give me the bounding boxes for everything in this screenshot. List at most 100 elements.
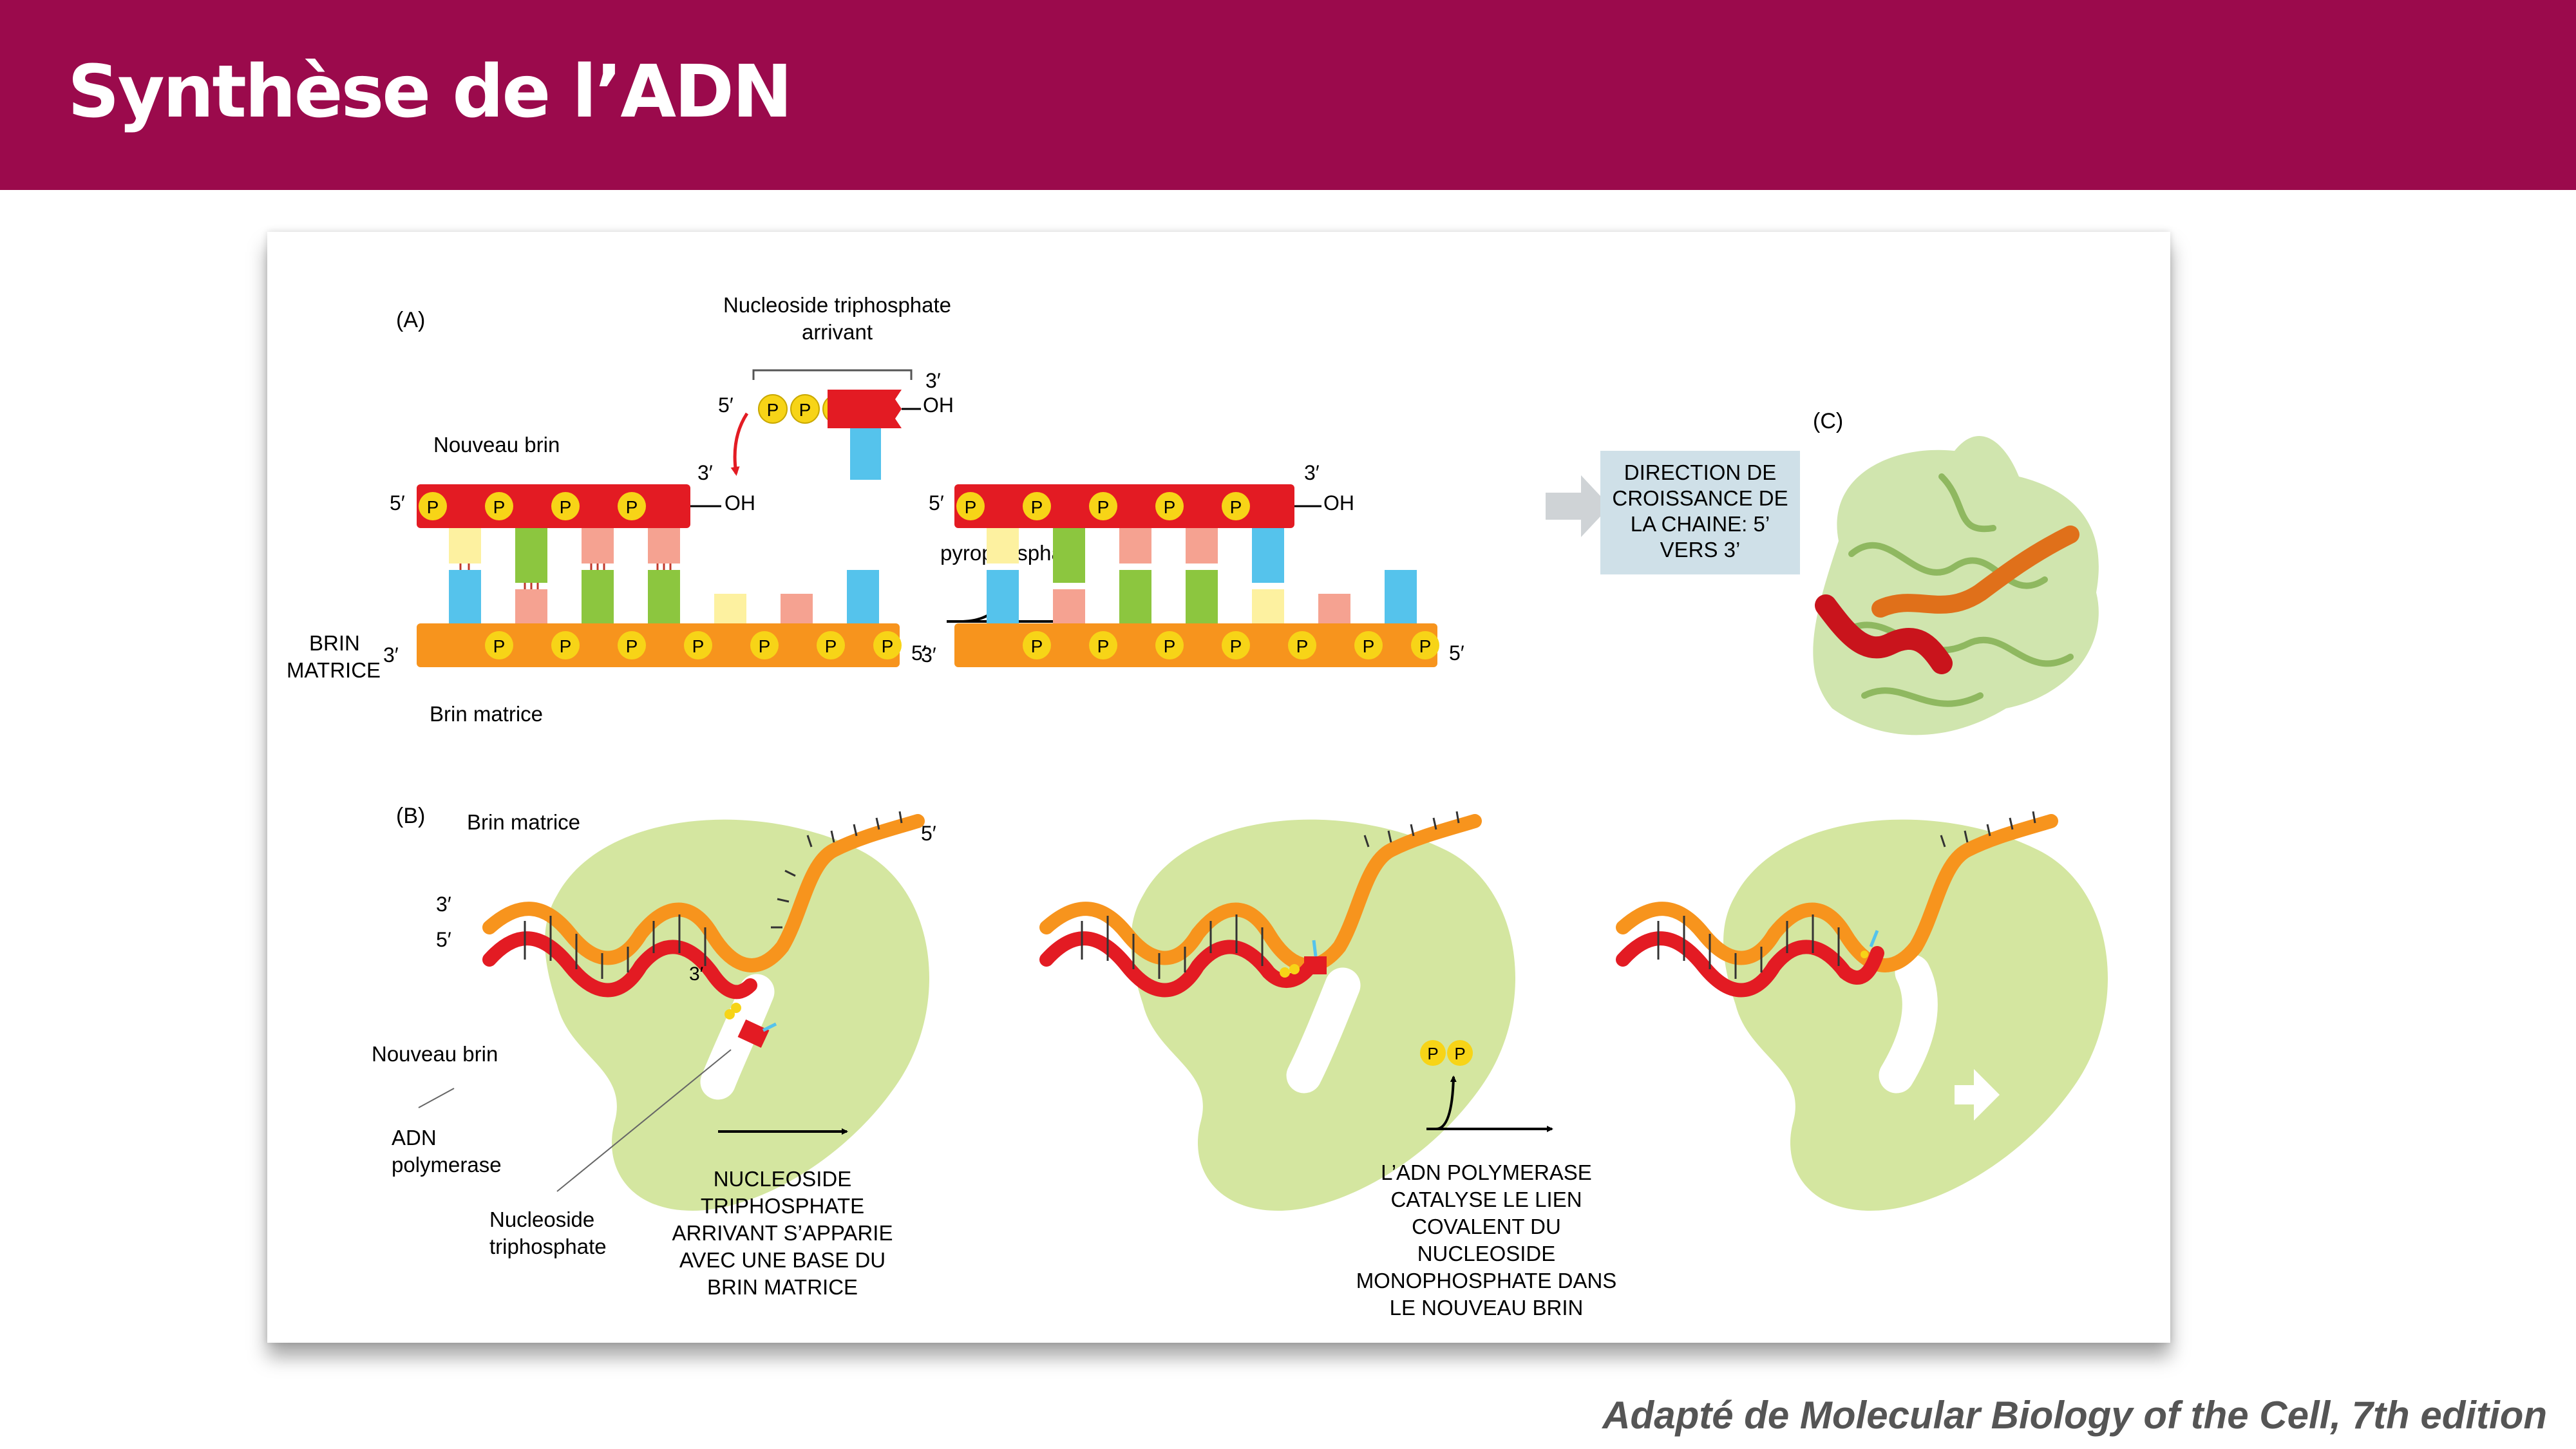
step-1-line-4: AVEC UNE BASE DU bbox=[679, 1248, 886, 1272]
svg-text:P: P bbox=[799, 400, 811, 420]
step-1-line-3: ARRIVANT S’APPARIE bbox=[672, 1221, 893, 1245]
title-banner: Synthèse de l’ADN bbox=[0, 0, 2576, 190]
svg-text:P: P bbox=[1230, 636, 1242, 656]
svg-text:P: P bbox=[1296, 636, 1309, 656]
step-2-line-2: CATALYSE LE LIEN bbox=[1390, 1188, 1582, 1211]
frame-2 bbox=[1039, 811, 1515, 1211]
svg-text:P: P bbox=[825, 636, 837, 656]
step-2-line-4: NUCLEOSIDE bbox=[1417, 1242, 1556, 1265]
new-strand-label-b: Nouveau brin bbox=[372, 1042, 498, 1066]
new-strand-label-a: Nouveau brin bbox=[433, 433, 560, 457]
step-2-line-1: L’ADN POLYMERASE bbox=[1381, 1160, 1592, 1184]
svg-text:P: P bbox=[1097, 497, 1110, 517]
base-pairs-right bbox=[987, 528, 1417, 623]
svg-text:P: P bbox=[626, 497, 638, 517]
incoming-5prime: 5′ bbox=[718, 393, 734, 417]
step-2-line-6: LE NOUVEAU BRIN bbox=[1390, 1296, 1584, 1320]
product-phosphates: P P P P P bbox=[956, 492, 1250, 520]
template-strand-label-b: Brin matrice bbox=[467, 810, 580, 834]
svg-text:P: P bbox=[882, 636, 894, 656]
nucleoside-label-1: Nucleoside bbox=[489, 1208, 594, 1231]
svg-text:P: P bbox=[1164, 636, 1176, 656]
svg-text:P: P bbox=[427, 497, 439, 517]
step-1-line-2: TRIPHOSPHATE bbox=[701, 1194, 864, 1218]
template-5prime: 5′ bbox=[911, 641, 927, 665]
incoming-oh: OH bbox=[923, 393, 954, 417]
released-pyrophosphate-b: P P bbox=[1420, 1040, 1473, 1066]
svg-text:P: P bbox=[692, 636, 705, 656]
step-1-line-5: BRIN MATRICE bbox=[707, 1275, 858, 1299]
primer-3prime: 3′ bbox=[689, 963, 704, 985]
helix-3prime-label: 3′ bbox=[436, 893, 451, 916]
svg-text:P: P bbox=[493, 636, 506, 656]
incoming-sugar bbox=[828, 390, 902, 428]
svg-text:P: P bbox=[767, 400, 779, 420]
direction-arrow-icon bbox=[1955, 1069, 2000, 1121]
svg-text:P: P bbox=[560, 636, 572, 656]
polymerase-label-1: ADN bbox=[392, 1126, 437, 1150]
direction-arrow-icon bbox=[1546, 475, 1610, 537]
product-3prime: 3′ bbox=[1304, 461, 1320, 484]
hydrogen-bonds-left bbox=[459, 564, 672, 589]
svg-text:P: P bbox=[759, 636, 771, 656]
svg-text:P: P bbox=[1031, 497, 1043, 517]
incoming-3prime: 3′ bbox=[925, 369, 941, 392]
svg-text:P: P bbox=[1164, 497, 1176, 517]
frame-1 bbox=[482, 811, 929, 1211]
product-oh: OH bbox=[1323, 491, 1354, 515]
direction-line-1: DIRECTION DE bbox=[1624, 460, 1777, 484]
direction-line-2: CROISSANCE DE bbox=[1612, 486, 1788, 510]
base-pairs-left bbox=[449, 528, 879, 623]
incoming-base bbox=[850, 428, 881, 480]
step-2-line-5: MONOPHOSPHATE DANS bbox=[1356, 1269, 1617, 1293]
new-strand-5prime: 5′ bbox=[390, 491, 405, 515]
svg-text:P: P bbox=[1427, 1044, 1438, 1063]
panel-c-tag: (C) bbox=[1813, 409, 1843, 433]
dna-synthesis-figure: (A) Nucleoside triphosphate arrivant 5′ … bbox=[287, 293, 2108, 1320]
svg-text:P: P bbox=[965, 497, 977, 517]
template-phosphates: P P P P P P P bbox=[485, 631, 902, 659]
new-strand-phosphates: P P P P bbox=[419, 492, 646, 520]
svg-text:P: P bbox=[1363, 636, 1375, 656]
product-template-phosphates: P P P P P P P bbox=[1023, 631, 1439, 659]
attack-arrow bbox=[730, 412, 749, 476]
panel-a-tag: (A) bbox=[396, 308, 425, 332]
step-2-line-3: COVALENT DU bbox=[1412, 1215, 1561, 1238]
svg-text:P: P bbox=[1419, 636, 1432, 656]
helix-5prime-label: 5′ bbox=[436, 928, 451, 951]
incoming-bracket bbox=[752, 369, 913, 380]
direction-box bbox=[1600, 451, 1800, 574]
product-template-5prime: 5′ bbox=[1449, 641, 1464, 665]
svg-text:P: P bbox=[1097, 636, 1110, 656]
product-template-3prime: 3′ bbox=[921, 643, 936, 667]
product-5prime: 5′ bbox=[929, 491, 944, 515]
figure-panel: (A) Nucleoside triphosphate arrivant 5′ … bbox=[267, 232, 2170, 1343]
template-label-matrice: MATRICE bbox=[287, 658, 381, 682]
template-3prime: 3′ bbox=[383, 643, 399, 667]
nucleoside-label-2: triphosphate bbox=[489, 1235, 607, 1258]
frame-3 bbox=[1616, 811, 2108, 1211]
new-strand-3prime: 3′ bbox=[697, 461, 713, 484]
template-strand-label-a: Brin matrice bbox=[430, 702, 543, 726]
incoming-nucleotide-label-2: arrivant bbox=[802, 320, 873, 344]
new-strand-helix bbox=[482, 931, 757, 999]
svg-text:P: P bbox=[560, 497, 572, 517]
template-label-brin: BRIN bbox=[309, 631, 360, 655]
slide-title: Synthèse de l’ADN bbox=[68, 50, 793, 134]
new-strand-oh: OH bbox=[724, 491, 755, 515]
incoming-nucleotide-label-1: Nucleoside triphosphate bbox=[723, 293, 951, 317]
direction-line-4: VERS 3’ bbox=[1660, 538, 1741, 562]
template-backbone bbox=[417, 623, 900, 667]
svg-text:P: P bbox=[626, 636, 638, 656]
polymerase-label-2: polymerase bbox=[392, 1153, 502, 1177]
svg-text:P: P bbox=[1454, 1044, 1465, 1063]
svg-text:P: P bbox=[1031, 636, 1043, 656]
svg-text:P: P bbox=[1230, 497, 1242, 517]
template-strand-helix bbox=[482, 814, 925, 972]
template-end-5prime: 5′ bbox=[921, 822, 936, 845]
svg-text:P: P bbox=[493, 497, 506, 517]
source-credit: Adapté de Molecular Biology of the Cell,… bbox=[1602, 1394, 2547, 1437]
direction-line-3: LA CHAINE: 5’ bbox=[1631, 512, 1770, 536]
step-1-line-1: NUCLEOSIDE bbox=[714, 1167, 852, 1191]
panel-b-tag: (B) bbox=[396, 804, 425, 828]
